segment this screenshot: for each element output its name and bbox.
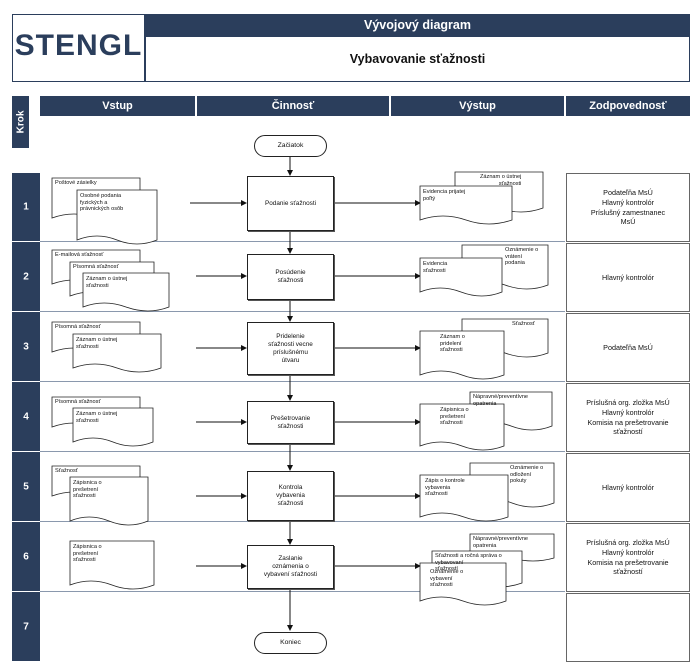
output-doc: Nápravné/preventívne opatrenia xyxy=(473,394,529,407)
row-separator xyxy=(40,311,565,312)
responsibility-2: Hlavný kontrolór xyxy=(566,243,690,312)
process-title: Vybavovanie sťažnosti xyxy=(145,36,690,82)
row-separator xyxy=(40,521,565,522)
input-doc: E-mailová sťažnosť xyxy=(55,252,104,258)
input-doc: Zápisnica o prešetrení sťažnosti xyxy=(73,480,102,500)
row-separator xyxy=(40,591,565,592)
output-doc: Záznam o ústnej sťažnosti xyxy=(480,174,522,187)
output-doc: Evidencia sťažnosti xyxy=(423,261,448,274)
responsibility-1: Podateľňa MsÚ Hlavný kontrolór Príslušný… xyxy=(566,173,690,242)
input-doc: Zápisnica o prešetrení sťažnosti xyxy=(73,544,102,564)
responsibility-4: Príslušná org. zložka MsÚ Hlavný kontrol… xyxy=(566,383,690,452)
activity-2: Posúdenie sťažnosti xyxy=(247,254,334,300)
row-separator xyxy=(40,381,565,382)
end-terminal: Koniec xyxy=(254,632,327,654)
step-number-4: 4 xyxy=(12,382,40,452)
input-doc: Osobné podania fyzických a právnických o… xyxy=(80,193,124,213)
step-number-2: 2 xyxy=(12,242,40,312)
output-doc: Zápisnica o prešetrení sťažnosti xyxy=(440,407,469,427)
step-number-5: 5 xyxy=(12,452,40,522)
responsibility-6: Príslušná org. zložka MsÚ Hlavný kontrol… xyxy=(566,523,690,592)
column-header-zodpovednost: Zodpovednosť xyxy=(566,96,690,116)
diagram-type-title: Vývojový diagram xyxy=(145,14,690,36)
input-doc: Poštové zásielky xyxy=(55,180,97,186)
output-doc: Sťažnosť xyxy=(512,321,535,327)
input-doc: Písomná sťažnosť xyxy=(73,264,119,270)
output-doc: Oznámenie o vrátení podania xyxy=(505,247,539,267)
output-doc: Sťažnosti a ročná správa o vybavovaní sť… xyxy=(435,553,502,573)
company-logo: STENGL xyxy=(12,14,145,82)
step-number-3: 3 xyxy=(12,312,40,382)
responsibility-5: Hlavný kontrolór xyxy=(566,453,690,522)
input-doc: Záznam o ústnej sťažnosti xyxy=(76,411,118,424)
input-doc: Písomná sťažnosť xyxy=(55,324,101,330)
activity-1: Podanie sťažnosti xyxy=(247,176,334,231)
input-doc: Záznam o ústnej sťažnosti xyxy=(86,276,128,289)
output-doc: Zápis o kontrole vybavenia sťažnosti xyxy=(425,478,465,498)
activity-3: Pridelenie sťažnosti vecne príslušnému ú… xyxy=(247,322,334,375)
activity-5: Kontrola vybavenia sťažnosti xyxy=(247,471,334,521)
input-doc: Záznam o ústnej sťažnosti xyxy=(76,337,118,350)
step-number-6: 6 xyxy=(12,522,40,592)
column-header-cinnost: Činnosť xyxy=(197,96,389,116)
activity-6: Zaslanie oznámenia o vybavení sťažnosti xyxy=(247,545,334,589)
output-doc: Záznam o pridelení sťažnosti xyxy=(440,334,465,354)
column-header-krok: Krok xyxy=(12,96,29,148)
row-separator xyxy=(40,451,565,452)
output-doc: Oznámenie o odložení pokuty xyxy=(510,465,544,485)
logo-text: STENGL xyxy=(14,29,143,62)
column-header-vystup: Výstup xyxy=(391,96,564,116)
step-number-1: 1 xyxy=(12,173,40,242)
step-number-7: 7 xyxy=(12,592,40,662)
output-doc: Oznámenie o vybavení sťažnosti xyxy=(430,569,464,589)
column-header-vstup: Vstup xyxy=(40,96,195,116)
activity-4: Prešetrovanie sťažnosti xyxy=(247,401,334,444)
input-doc: Sťažnosť xyxy=(55,468,78,474)
output-doc: Evidencia prijatej poľtý xyxy=(423,189,466,202)
output-doc: Nápravné/preventívne opatrenia xyxy=(473,536,529,549)
start-terminal: Začiatok xyxy=(254,135,327,157)
responsibility-7 xyxy=(566,593,690,662)
input-doc: Písomná sťažnosť xyxy=(55,399,101,405)
row-separator xyxy=(40,241,565,242)
